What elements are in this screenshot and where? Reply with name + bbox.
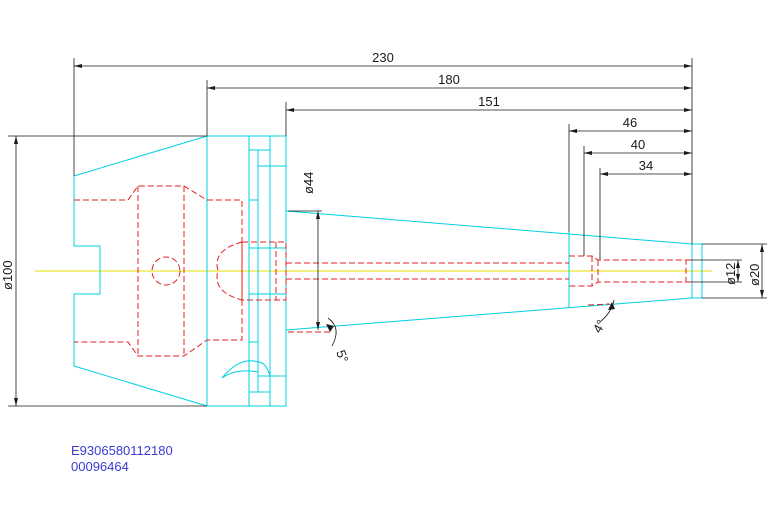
dim-flange-diameter: ø100 [0, 260, 15, 290]
dim-tip-diameter: ø20 [747, 264, 762, 286]
dim-taper-diameter: ø44 [301, 172, 316, 194]
dim-gauge-to-end: 151 [478, 94, 500, 109]
dim-body-angle: 5° [333, 348, 351, 365]
taper-shank-outline [73, 135, 208, 407]
flange-outline [206, 135, 287, 407]
extension-body-outline [285, 210, 703, 331]
dimension-arrows [14, 64, 764, 406]
dim-bore-depth-1: 46 [623, 115, 637, 130]
hidden-lines [74, 185, 692, 357]
dim-bore-diameter: ø12 [723, 263, 738, 285]
dimension-lines [8, 58, 767, 407]
dim-bore-depth-2: 40 [631, 137, 645, 152]
dim-bore-depth-3: 34 [639, 158, 653, 173]
dim-flange-to-end: 180 [438, 72, 460, 87]
serial-number: 00096464 [71, 459, 129, 474]
dim-tip-angle: 4° [590, 317, 609, 335]
part-code: E9306580112180 [71, 443, 173, 458]
dim-overall-length: 230 [372, 50, 394, 65]
